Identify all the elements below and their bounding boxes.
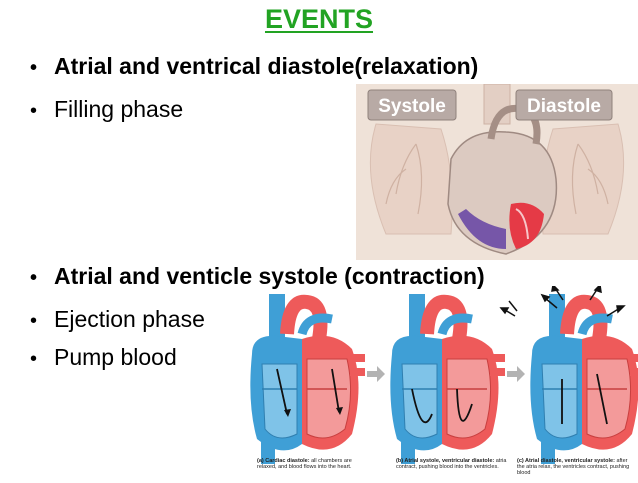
bullet-pump-blood: •Pump blood (30, 343, 177, 373)
caption-c: (c) Atrial diastole, ventricular systole… (517, 458, 630, 477)
next-arrow-icon (367, 366, 385, 382)
heart-systole-diastole-image: Systole Diastole (356, 84, 638, 260)
bullet-dot: • (30, 267, 38, 289)
heart-diagram-a (250, 294, 365, 464)
bullet-dot: • (30, 310, 38, 332)
bullet-diastole: •Atrial and ventrical diastole(relaxatio… (30, 52, 478, 82)
bullet-dot: • (30, 57, 38, 79)
cardiac-cycle-diagram: (a) Cardiac diastole: all chambers are r… (245, 283, 638, 478)
bullet-filling-phase: •Filling phase (30, 95, 183, 125)
systole-label: Systole (378, 96, 446, 117)
heart-diagram-b (390, 294, 505, 464)
caption-b: (b) Atrial systole, ventricular diastole… (396, 458, 507, 471)
bullet-ejection-phase: •Ejection phase (30, 305, 205, 335)
heart-diagram-c (530, 294, 638, 464)
caption-a: (a) Cardiac diastole: all chambers are r… (257, 458, 352, 471)
ejection-arrows (499, 283, 626, 317)
diastole-label: Diastole (527, 96, 601, 117)
bullet-dot: • (30, 348, 38, 370)
slide-title: EVENTS (264, 4, 374, 34)
next-arrow-icon (507, 366, 525, 382)
bullet-dot: • (30, 100, 38, 122)
bullet-systole: •Atrial and venticle systole (contractio… (30, 262, 485, 292)
